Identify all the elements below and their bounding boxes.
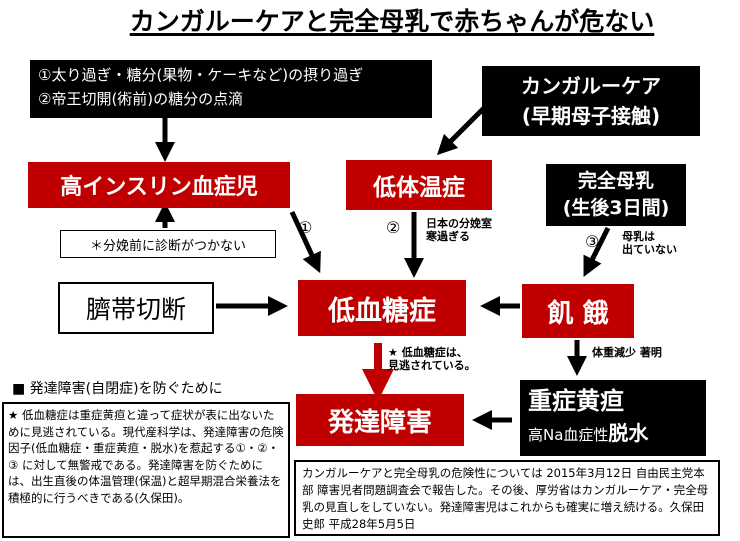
hypothermia-label: 低体温症: [373, 175, 465, 201]
hypoglycemia-note-line-1: ★ 低血糖症は、: [388, 346, 468, 359]
hypoglycemia-box: 低血糖症: [298, 280, 466, 336]
starvation-box: 飢 餓: [522, 284, 634, 338]
hyperinsulinemia-label: 高インスリン血症児: [60, 175, 258, 200]
page-title: カンガルーケアと完全母乳で赤ちゃんが危ない: [129, 7, 655, 36]
early-contact-label: (早期母子接触): [521, 104, 661, 128]
prevention-heading: ■ 発達障害(自閉症)を防ぐために: [12, 381, 223, 397]
edge-label-one: ①: [298, 218, 313, 237]
developmental-disorder-label: 発達障害: [327, 407, 432, 438]
edge-label-two: ②: [386, 218, 401, 237]
not-diagnosed-text: ＊分娩前に診断がつかない: [89, 238, 246, 254]
weight-loss-label: 体重減少 著明: [592, 346, 662, 359]
dehydration-label: 脱水: [608, 421, 649, 445]
prevention-text: ★ 低血糖症は重症黄疸と違って症状が表に出ないために見逃されている。現代産科学は…: [8, 408, 284, 505]
dehydration-line: 高Na血症性脱水: [528, 418, 698, 450]
developmental-disorder-box: 発達障害: [296, 394, 464, 446]
starvation-label: 飢 餓: [547, 298, 609, 329]
hypothermia-note: 日本の分娩室 寒過ぎる: [426, 217, 536, 243]
report-box: カンガルーケアと完全母乳の危険性については 2015年3月12日 自由民主党本部…: [294, 460, 720, 536]
umbilical-cord-label: 臍帯切断: [85, 295, 186, 324]
edge-label-three: ③: [585, 232, 600, 251]
hypothermia-box: 低体温症: [346, 160, 492, 210]
hypoglycemia-note-line-2: 見逃されている。: [388, 359, 476, 372]
kangaroo-care-label: カンガルーケア: [521, 74, 661, 98]
hypoglycemia-note: ★ 低血糖症は、 見逃されている。: [388, 346, 518, 372]
kangaroo-care-box: カンガルーケア (早期母子接触): [482, 66, 700, 136]
causes-box: ①太り過ぎ・糖分(果物・ケーキなど)の摂り過ぎ ②帝王切開(術前)の糖分の点滴: [30, 60, 432, 118]
breastmilk-note-line-2: 出ていない: [622, 243, 677, 256]
breastmilk-note-line-1: 母乳は: [622, 230, 655, 243]
hypothermia-note-line-1: 日本の分娩室: [426, 217, 492, 230]
jaundice-label: 重症黄疸: [528, 387, 624, 415]
not-diagnosed-note: ＊分娩前に診断がつかない: [60, 230, 276, 258]
causes-line-2: ②帝王切開(術前)の糖分の点滴: [38, 90, 244, 108]
hypoglycemia-label: 低血糖症: [328, 295, 436, 327]
causes-line-1: ①太り過ぎ・糖分(果物・ケーキなど)の摂り過ぎ: [38, 66, 364, 84]
first-three-days-label: (生後3日間): [562, 197, 670, 219]
hypernatremic-label: 高Na血症性: [528, 426, 609, 444]
breastmilk-box: 完全母乳 (生後3日間): [546, 164, 686, 226]
report-text: カンガルーケアと完全母乳の危険性については 2015年3月12日 自由民主党本部…: [302, 466, 709, 531]
arrow-kangaroo-to-hypothermia: [436, 103, 489, 156]
hyperinsulinemia-box: 高インスリン血症児: [28, 162, 290, 208]
jaundice-box: 重症黄疸 高Na血症性脱水: [520, 380, 706, 456]
hypothermia-note-line-2: 寒過ぎる: [426, 230, 470, 243]
prevention-text-box: ★ 低血糖症は重症黄疸と違って症状が表に出ないために見逃されている。現代産科学は…: [2, 402, 290, 538]
breastmilk-label: 完全母乳: [577, 170, 654, 192]
umbilical-cord-box: 臍帯切断: [58, 282, 214, 334]
breastmilk-note: 母乳は 出ていない: [622, 230, 712, 256]
